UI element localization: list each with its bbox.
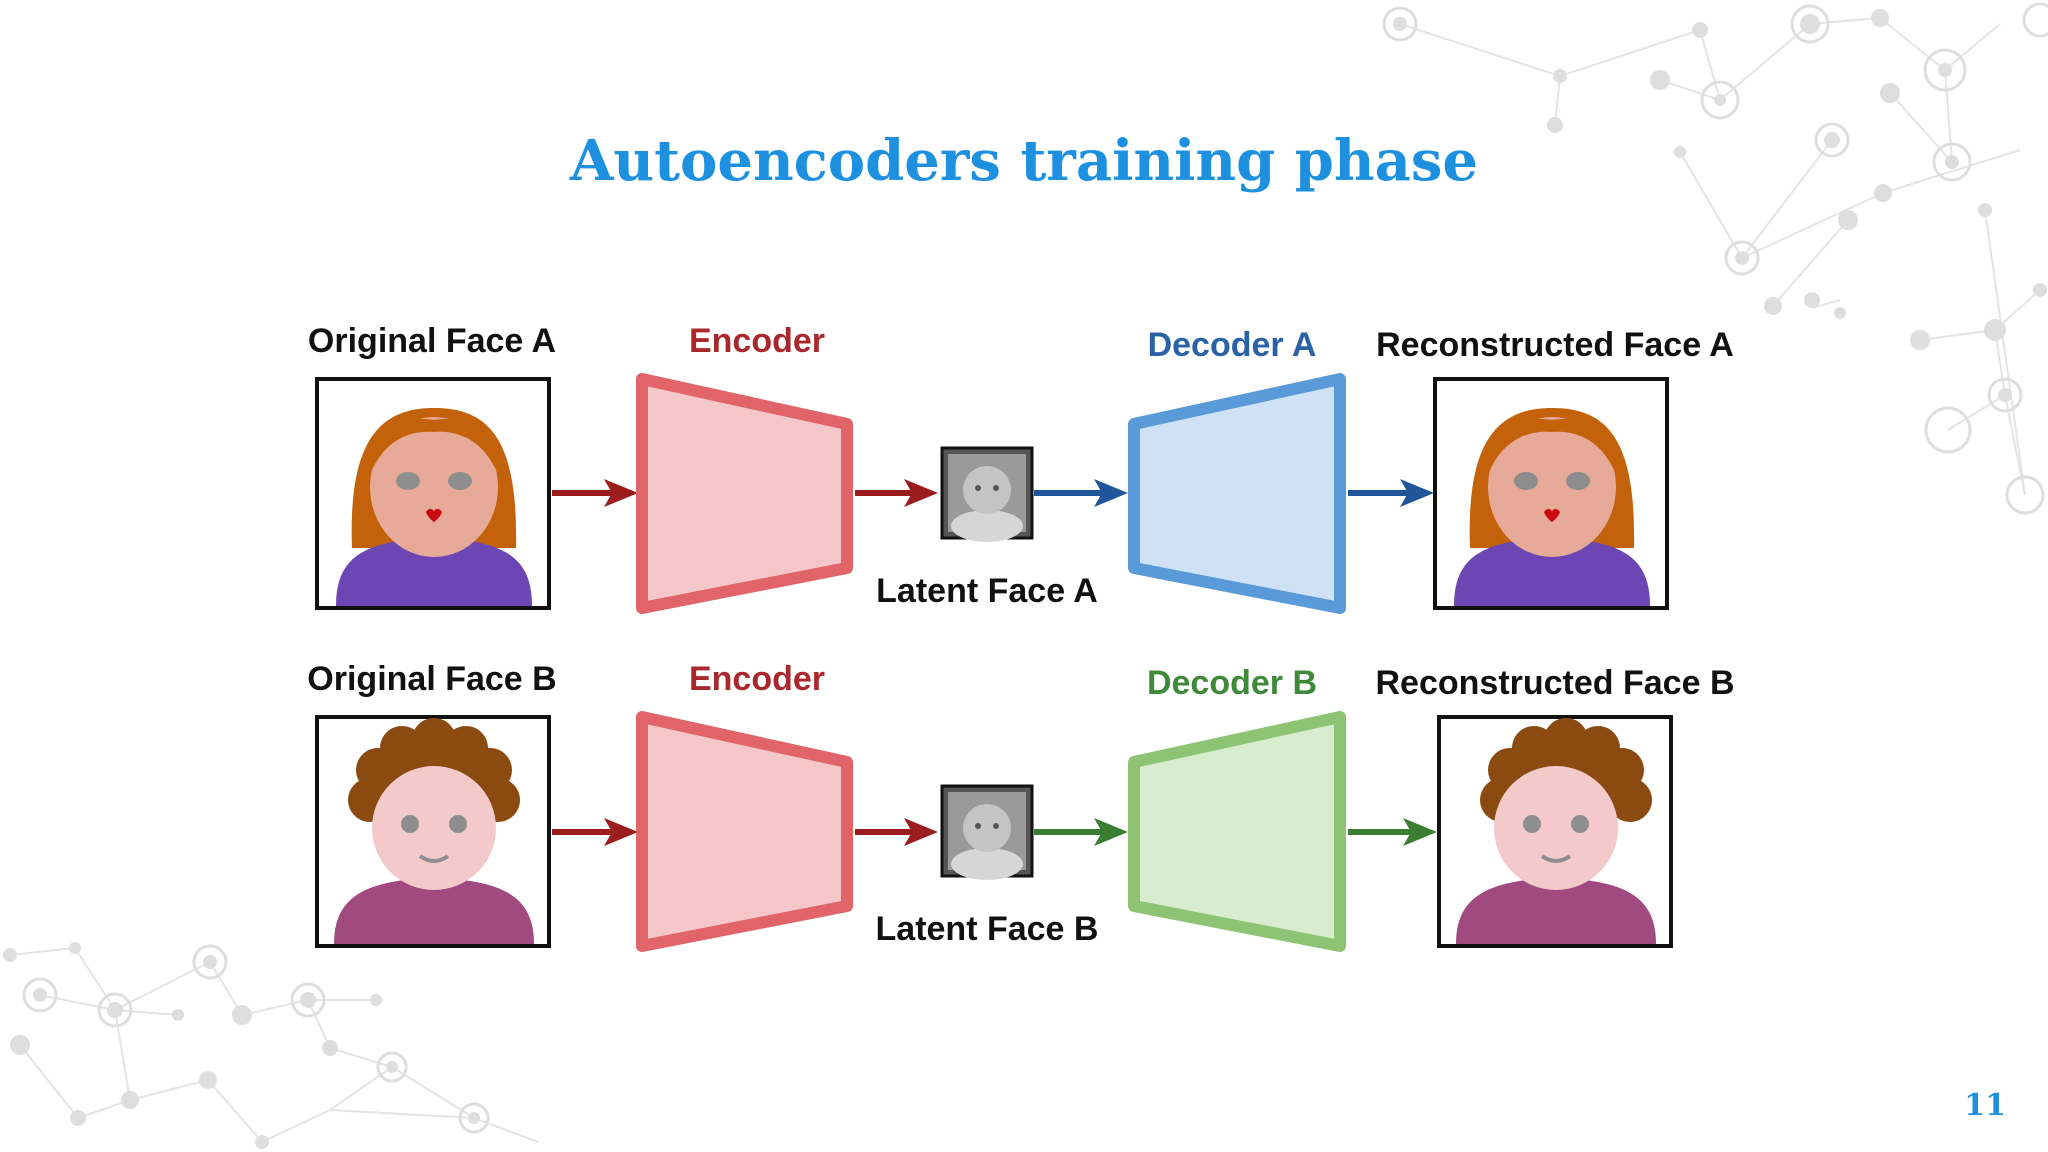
- reconstructed-face-a-image: [1433, 377, 1669, 610]
- row-face-b: Original Face B Encoder Decoder B Recons…: [307, 660, 1735, 952]
- reconstructed-face-b-label: Reconstructed Face B: [1376, 664, 1735, 702]
- original-face-a-image: [315, 377, 551, 610]
- encoder-a-label: Encoder: [689, 322, 825, 360]
- latent-face-b-image: [940, 784, 1034, 880]
- latent-face-a-image: [940, 446, 1034, 542]
- decoder-a-block: [1128, 373, 1346, 614]
- decoder-a-label: Decoder A: [1148, 326, 1317, 364]
- original-face-a-label: Original Face A: [308, 322, 556, 360]
- encoder-b-label: Encoder: [689, 660, 825, 698]
- decoder-b-block: [1128, 711, 1346, 952]
- reconstructed-face-b-image: [1437, 715, 1673, 948]
- reconstructed-face-a-label: Reconstructed Face A: [1376, 326, 1734, 364]
- encoder-a-block: [636, 373, 853, 614]
- latent-face-b-label: Latent Face B: [876, 910, 1099, 948]
- row-face-a: Original Face A Encoder Decoder A Recons…: [308, 322, 1734, 614]
- latent-face-a-label: Latent Face A: [876, 572, 1098, 610]
- original-face-b-label: Original Face B: [307, 660, 556, 698]
- slide-title: Autoencoders training phase: [569, 128, 1479, 194]
- original-face-b-image: [315, 715, 551, 948]
- encoder-b-block: [636, 711, 853, 952]
- page-number: 11: [1964, 1088, 2006, 1123]
- decoder-b-label: Decoder B: [1147, 664, 1317, 702]
